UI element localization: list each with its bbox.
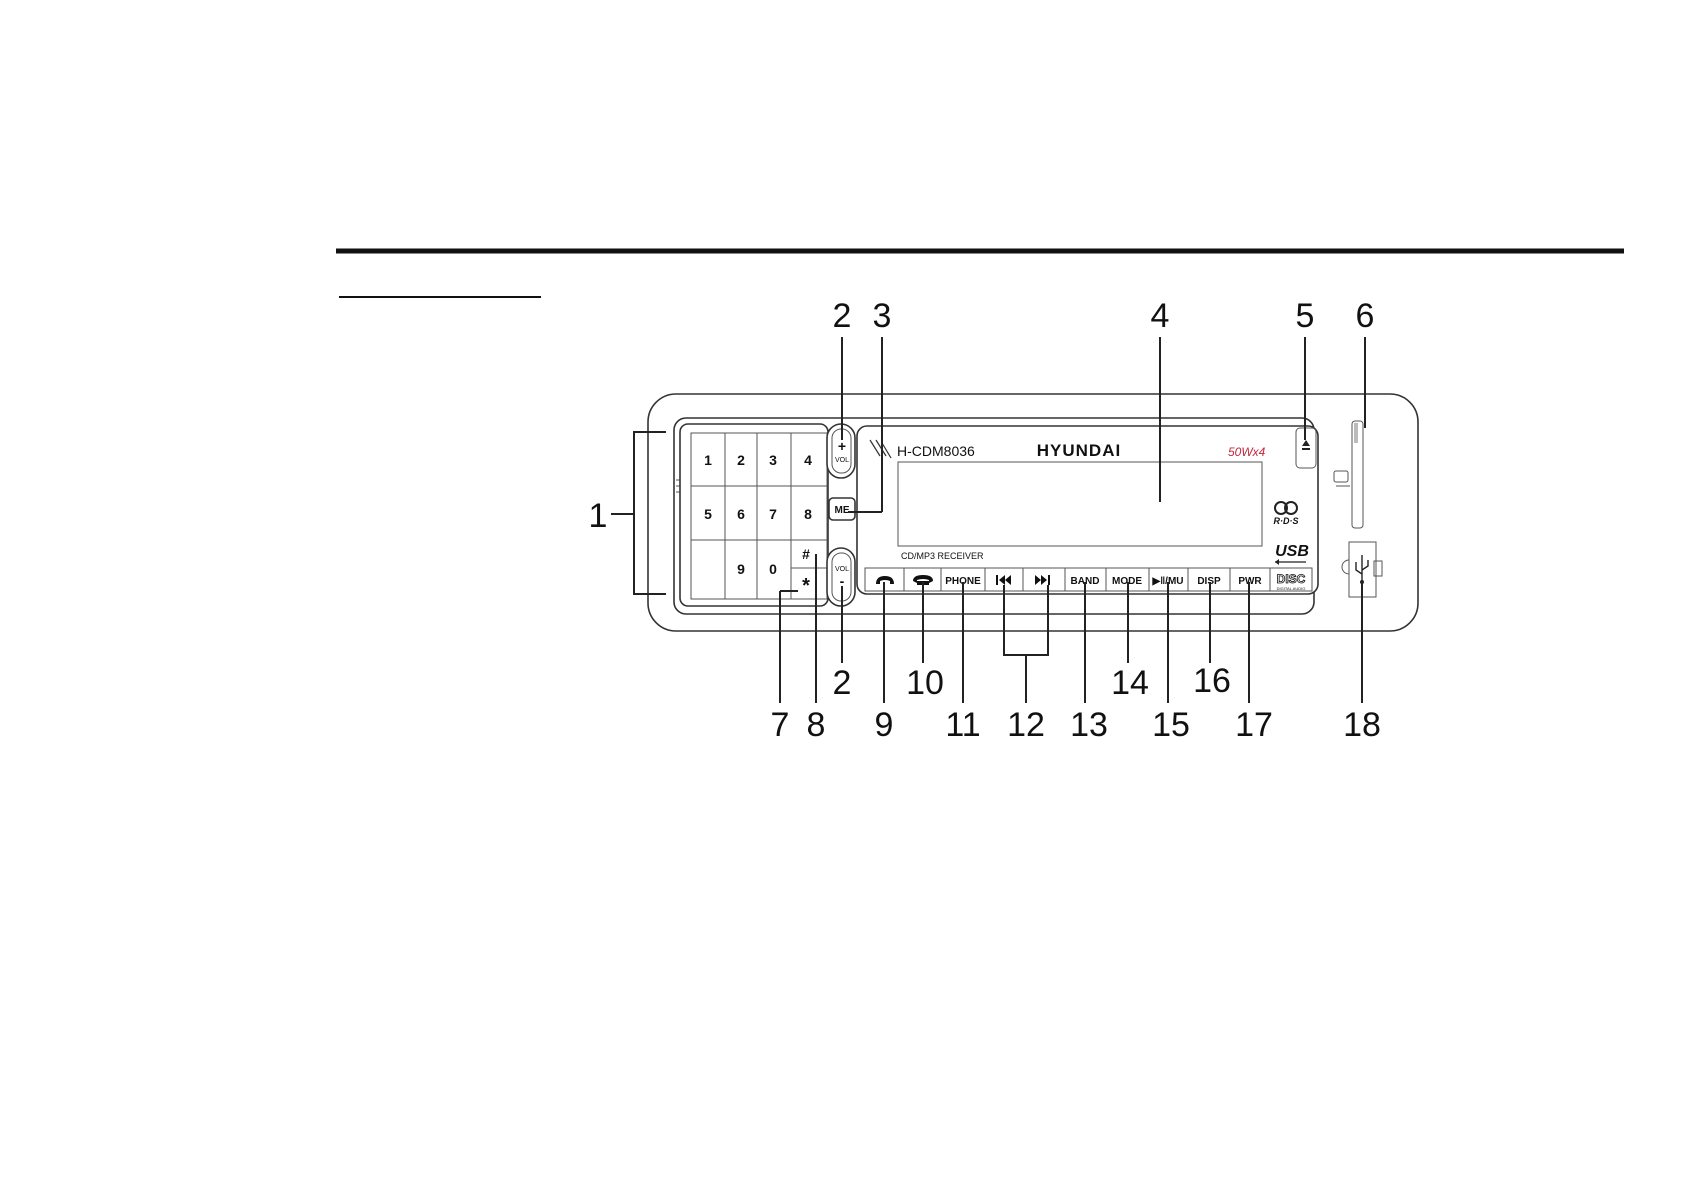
eject-icon[interactable]	[1302, 440, 1310, 450]
callout-12: 12	[1007, 706, 1045, 744]
answer-call-button[interactable]	[876, 576, 894, 584]
disp-button[interactable]: DISP	[1197, 576, 1221, 587]
key-2[interactable]: 2	[737, 452, 745, 468]
skip-forward-icon	[1035, 575, 1050, 585]
callout-7: 7	[771, 706, 790, 744]
card-slot-groove	[1354, 423, 1358, 443]
skip-back-icon	[996, 575, 1011, 585]
callout-13: 13	[1070, 706, 1108, 744]
phone-button[interactable]: PHONE	[945, 576, 981, 587]
callout-5: 5	[1296, 297, 1315, 335]
display-screen	[897, 461, 1263, 547]
keypad: 1 2 3 4 5 6 7 8 9 0 # *	[690, 432, 828, 600]
key-7[interactable]: 7	[769, 506, 777, 522]
key-4[interactable]: 4	[804, 452, 812, 468]
mode-button[interactable]: MODE	[1112, 576, 1142, 587]
disc-logo-text: DISC	[1277, 572, 1306, 586]
card-slot[interactable]	[1351, 420, 1364, 529]
callout-11: 11	[945, 706, 980, 744]
callout-10: 10	[906, 664, 944, 702]
callout-18: 18	[1343, 706, 1381, 744]
callout-2-bottom: 2	[833, 664, 852, 702]
power-rating: 50Wx4	[1228, 445, 1266, 459]
card-icon	[1333, 470, 1350, 487]
button-bar	[864, 567, 1313, 592]
key-9[interactable]: 9	[737, 561, 745, 577]
key-star[interactable]: *	[802, 575, 810, 597]
callout-1: 1	[589, 497, 608, 535]
callout-14: 14	[1111, 664, 1149, 702]
callout-4: 4	[1151, 297, 1170, 335]
key-0[interactable]: 0	[769, 561, 777, 577]
key-3[interactable]: 3	[769, 452, 777, 468]
callout-16: 16	[1193, 662, 1231, 700]
disc-logo-subtext: DIGITAL AUDIO	[1277, 586, 1306, 591]
next-track-button[interactable]	[1035, 575, 1050, 585]
key-1[interactable]: 1	[704, 452, 712, 468]
compact-disc-logo: DISC DIGITAL AUDIO	[1276, 572, 1306, 591]
callout-3: 3	[873, 297, 892, 335]
receiver-label: CD/MP3 RECEIVER	[901, 551, 984, 561]
vol-up-sign: +	[838, 438, 846, 454]
key-8[interactable]: 8	[804, 506, 812, 522]
phone-hangup-icon	[913, 575, 933, 583]
me-button[interactable]	[828, 497, 856, 521]
band-button[interactable]: BAND	[1071, 576, 1100, 587]
callout-8: 8	[807, 706, 826, 744]
rds-logo: R·D·S	[1274, 501, 1299, 526]
callout-17: 17	[1235, 706, 1273, 744]
phone-answer-icon	[876, 576, 894, 584]
vol-down-sign: -	[840, 573, 845, 589]
key-6[interactable]: 6	[737, 506, 745, 522]
callout-lines	[611, 337, 1366, 703]
rds-label: R·D·S	[1274, 516, 1299, 526]
play-mute-button[interactable]: ▶‖/MU	[1152, 576, 1184, 587]
brand-logo: HYUNDAI	[1037, 441, 1121, 460]
model-name: H-CDM8036	[897, 443, 975, 459]
callout-2-top: 2	[833, 297, 852, 335]
display-panel	[856, 425, 1319, 595]
vol-up-label: VOL	[835, 457, 849, 464]
key-5[interactable]: 5	[704, 506, 712, 522]
callout-6: 6	[1356, 297, 1375, 335]
pwr-button[interactable]: PWR	[1238, 576, 1262, 587]
callout-15: 15	[1152, 706, 1190, 744]
callout-9: 9	[875, 706, 894, 744]
me-label: ME	[835, 505, 850, 516]
vol-down-label: VOL	[835, 566, 849, 573]
key-hash[interactable]: #	[802, 546, 810, 562]
prev-track-button[interactable]	[996, 575, 1011, 585]
usb-logo: USB	[1275, 543, 1309, 560]
keypad-grid	[690, 432, 828, 600]
